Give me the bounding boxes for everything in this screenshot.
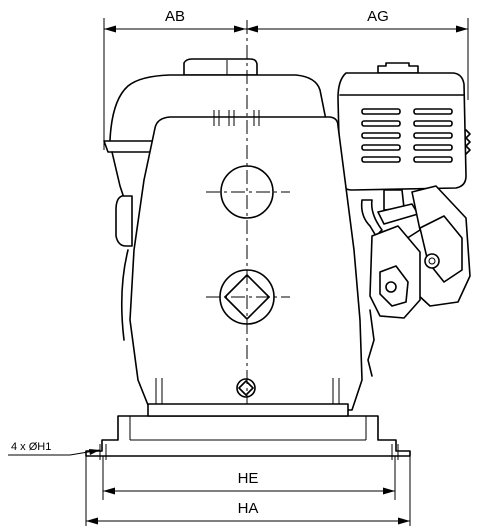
top-dimension-lines [103,18,469,150]
dimension-ab-label: AB [165,8,185,25]
base-frame [85,403,411,460]
bottom-dimension-lines [85,456,411,526]
dimension-he-label: HE [238,470,259,487]
dimension-ag-label: AG [367,8,389,25]
mounting-holes-leader [8,449,101,456]
pump-casing [129,110,363,414]
air-cleaner [337,62,471,191]
mounting-holes-label: 4 x ØH1 [11,441,51,453]
carburetor-linkage [360,185,471,377]
drain-plug [236,378,256,398]
air-cleaner-vents [361,108,453,163]
dimension-ha-label: HA [238,500,259,517]
engine-left-side [115,195,133,341]
